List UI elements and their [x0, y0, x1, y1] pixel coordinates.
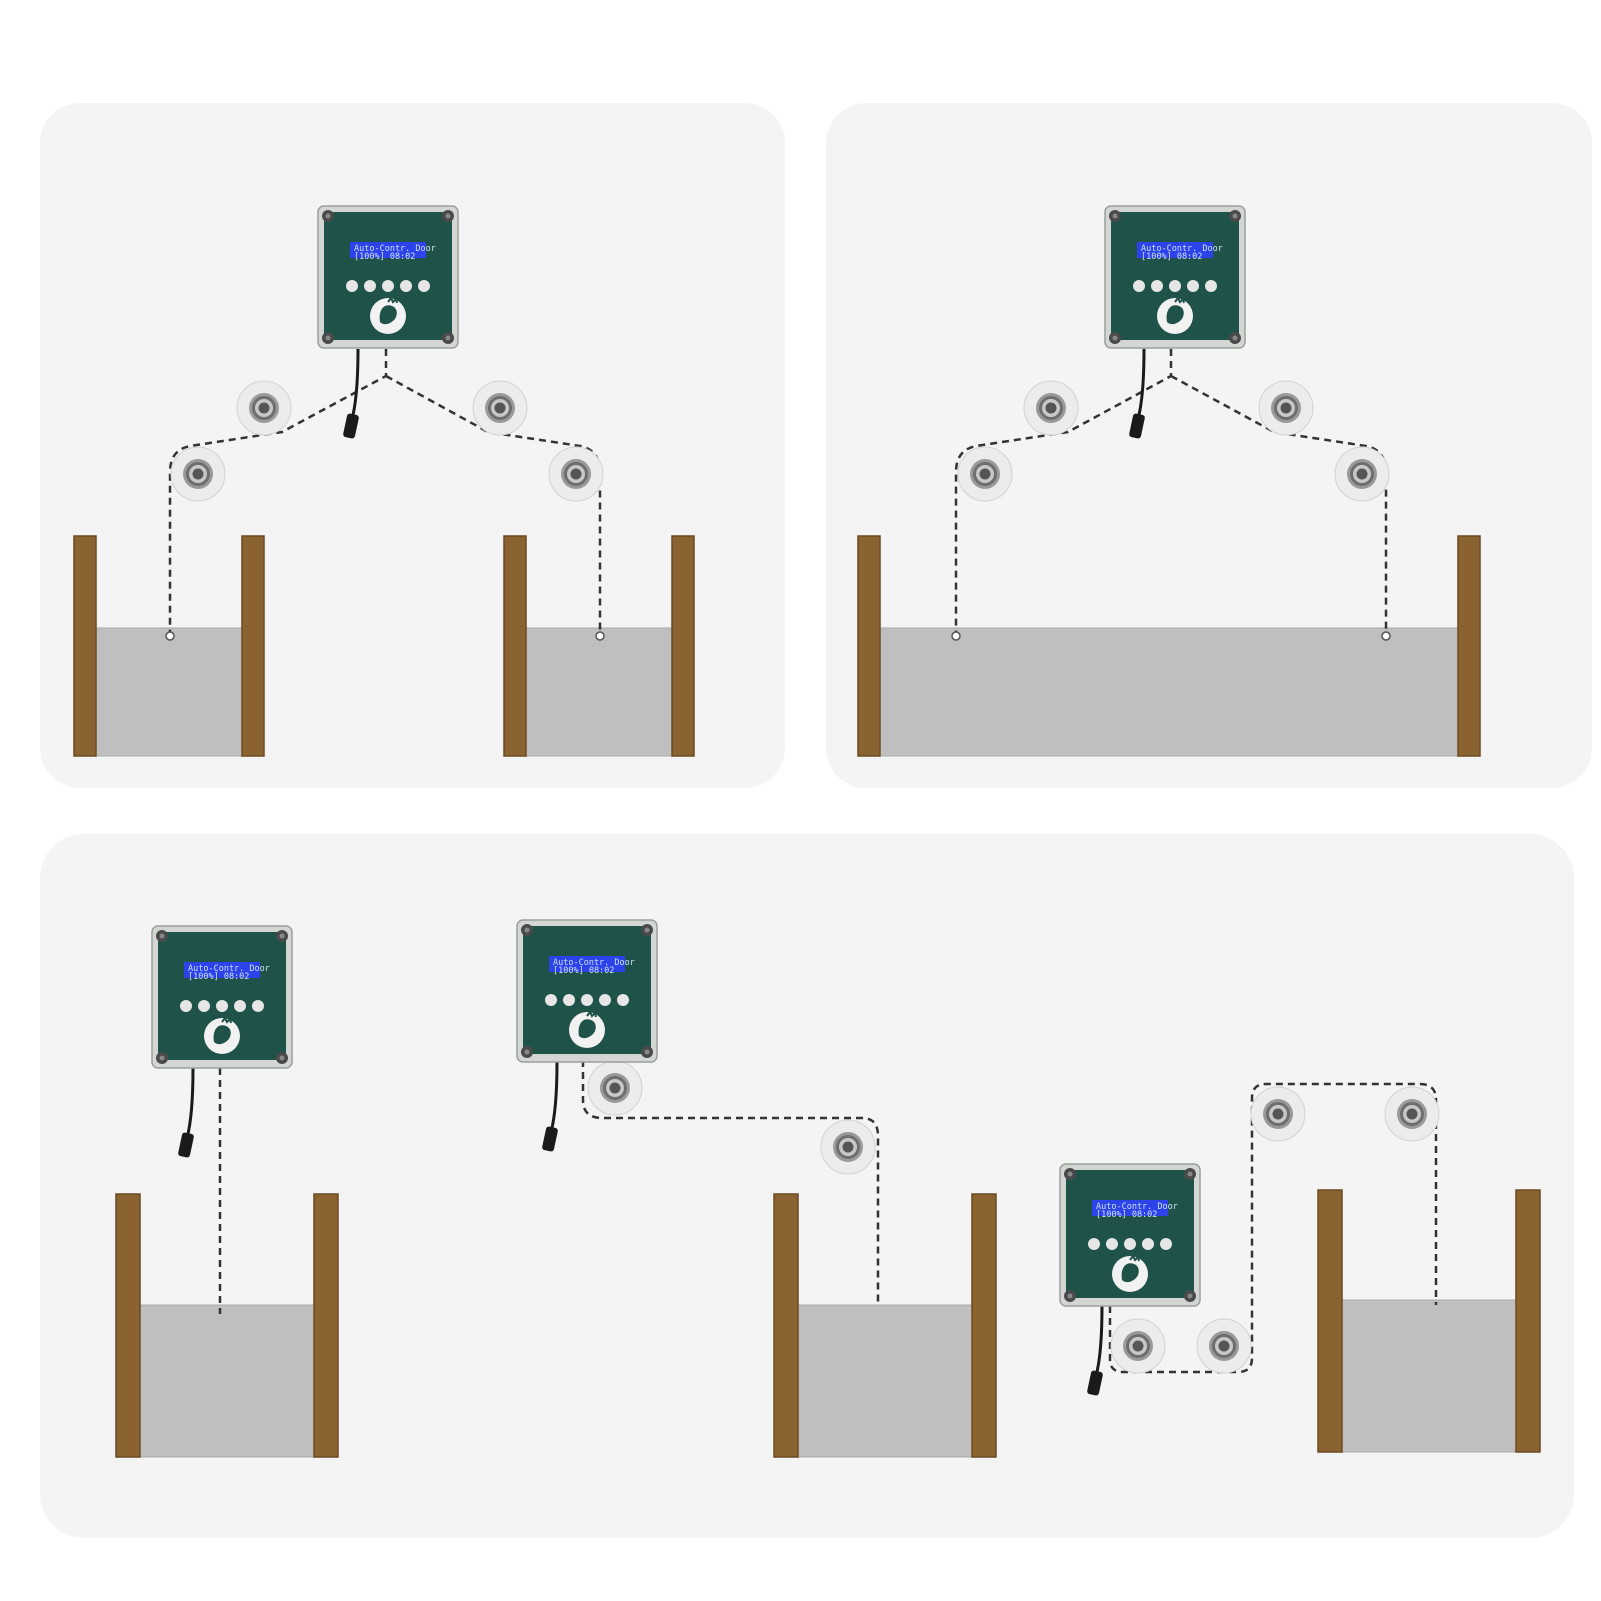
lcd-line-1: Auto-Contr. Door	[1141, 244, 1223, 254]
lcd-line-1: Auto-Contr. Door	[188, 964, 270, 974]
cable-line	[1108, 1082, 1438, 1374]
cable-line	[581, 1060, 880, 1305]
door-controller: Auto-Contr. Door [100%] 08:02	[317, 205, 459, 349]
door-controller: Auto-Contr. Door [100%] 08:02	[151, 925, 293, 1069]
pulley-icon	[1384, 1086, 1440, 1142]
pulley-icon	[1250, 1086, 1306, 1142]
panel-wide-door: Auto-Contr. Door [100%] 08:02	[826, 103, 1592, 788]
panel-two-doors: Auto-Contr. Door [100%] 08:02	[40, 103, 785, 788]
pulley-icon	[1110, 1318, 1166, 1374]
layout-direct: Auto-Contr. Door [100%] 08:02	[115, 925, 339, 1458]
lcd-line-2: [100%] 08:02	[354, 252, 415, 262]
lcd-line-1: Auto-Contr. Door	[1096, 1202, 1178, 1212]
pulley-icon	[472, 380, 528, 436]
pulley-icon	[236, 380, 292, 436]
pulley-icon	[548, 446, 604, 502]
door-controller: Auto-Contr. Door [100%] 08:02	[1104, 205, 1246, 349]
door-frame-left	[73, 535, 265, 757]
lcd-line-2: [100%] 08:02	[188, 972, 249, 982]
door-frame-right	[503, 535, 695, 757]
pulley-icon	[170, 446, 226, 502]
lcd-line-2: [100%] 08:02	[1096, 1210, 1157, 1220]
pulley-icon	[1334, 446, 1390, 502]
pulley-icon	[820, 1119, 876, 1175]
lcd-line-2: [100%] 08:02	[553, 966, 614, 976]
lcd-line-2: [100%] 08:02	[1141, 252, 1202, 262]
pulley-icon	[957, 446, 1013, 502]
panel-three-layouts: Auto-Contr. Door [100%] 08:02 Auto-Contr…	[40, 834, 1574, 1538]
lcd-line-1: Auto-Contr. Door	[553, 958, 635, 968]
door-controller: Auto-Contr. Door [100%] 08:02	[1059, 1163, 1201, 1307]
pulley-icon	[1196, 1318, 1252, 1374]
layout-over: Auto-Contr. Door [100%] 08:02	[1059, 1082, 1541, 1453]
door-controller: Auto-Contr. Door [100%] 08:02	[516, 919, 658, 1063]
pulley-icon	[1023, 380, 1079, 436]
door-frame-wide	[857, 535, 1481, 757]
pulley-icon	[1258, 380, 1314, 436]
layout-side: Auto-Contr. Door [100%] 08:02	[516, 919, 997, 1458]
lcd-line-1: Auto-Contr. Door	[354, 244, 436, 254]
pulley-icon	[587, 1060, 643, 1116]
